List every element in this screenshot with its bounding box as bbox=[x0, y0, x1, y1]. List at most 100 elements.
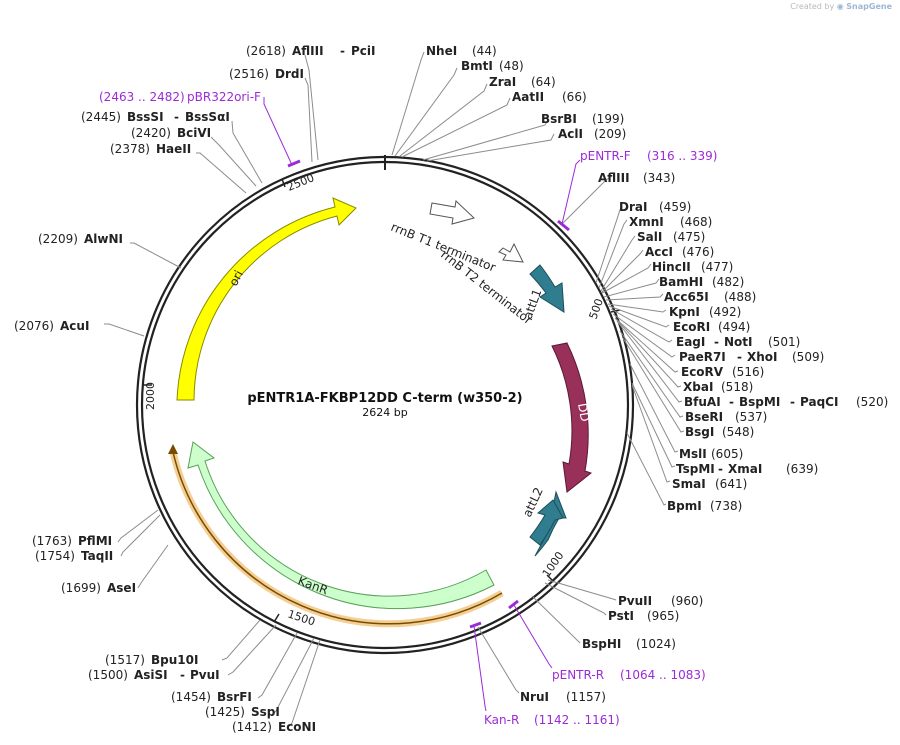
site-name[interactable]: AcuI bbox=[60, 319, 89, 333]
site-name[interactable]: TaqII bbox=[81, 549, 113, 563]
primer-label-name[interactable]: pENTR-R bbox=[552, 668, 604, 682]
site-position: (548) bbox=[722, 425, 754, 439]
site-position: (2378) bbox=[110, 142, 150, 156]
site-name[interactable]: BssSI bbox=[127, 110, 164, 124]
leader-lines bbox=[104, 51, 685, 727]
feature-ori-arrow[interactable] bbox=[176, 197, 357, 401]
feature-dd-arrow[interactable] bbox=[551, 342, 593, 493]
primer-pentr-r-mark[interactable] bbox=[508, 599, 519, 610]
site-name[interactable]: AatII bbox=[512, 90, 544, 104]
site-name[interactable]: AclI bbox=[558, 127, 583, 141]
feature-attl1-label: attL1 bbox=[521, 287, 545, 321]
site-name[interactable]: BpmI bbox=[667, 499, 702, 513]
primer-pbr322ori-f-mark[interactable] bbox=[287, 159, 301, 168]
restriction-sites: (2618) AflIII - PciI (2516) DrdI (2445) … bbox=[14, 44, 888, 734]
tick-label: 500 bbox=[587, 297, 606, 321]
feature-ori-label: ori bbox=[226, 268, 246, 288]
site-position: (66) bbox=[562, 90, 587, 104]
site-position: (44) bbox=[472, 44, 497, 58]
site-position: (641) bbox=[715, 477, 747, 491]
feature-kanr-arrow[interactable] bbox=[187, 441, 495, 610]
site-name[interactable]: AlwNI bbox=[84, 232, 123, 246]
site-name[interactable]: BseRI bbox=[685, 410, 723, 424]
site-name[interactable]: SspI bbox=[251, 705, 280, 719]
site-position: (209) bbox=[594, 127, 626, 141]
site-name[interactable]: AccI bbox=[645, 245, 673, 259]
site-name[interactable]: HincII bbox=[652, 260, 691, 274]
site-name[interactable]: BfuAI bbox=[684, 395, 721, 409]
site-name[interactable]: BspMI bbox=[739, 395, 780, 409]
primer-label-range: (1064 .. 1083) bbox=[620, 668, 706, 682]
site-name[interactable]: NruI bbox=[520, 690, 549, 704]
site-position: (1763) bbox=[32, 534, 72, 548]
site-position: (475) bbox=[673, 230, 705, 244]
tick-label: 2000 bbox=[144, 382, 157, 410]
site-position: (468) bbox=[680, 215, 712, 229]
site-position: (2209) bbox=[38, 232, 78, 246]
site-name[interactable]: KpnI bbox=[669, 305, 700, 319]
site-name[interactable]: SmaI bbox=[672, 477, 706, 491]
feature-rrnb-t2-arrow[interactable] bbox=[498, 242, 524, 263]
site-name[interactable]: Bpu10I bbox=[151, 653, 198, 667]
site-name[interactable]: PaeR7I bbox=[679, 350, 726, 364]
site-name[interactable]: BciVI bbox=[177, 126, 211, 140]
site-position: (738) bbox=[710, 499, 742, 513]
site-name[interactable]: BmtI bbox=[461, 59, 493, 73]
site-name[interactable]: ZraI bbox=[489, 75, 516, 89]
site-name[interactable]: BsgI bbox=[685, 425, 714, 439]
site-separator: - bbox=[714, 335, 719, 349]
site-name[interactable]: AflIII bbox=[292, 44, 324, 58]
site-position: (1754) bbox=[35, 549, 75, 563]
site-name[interactable]: EcoNI bbox=[278, 720, 316, 734]
site-name[interactable]: BsrBI bbox=[541, 112, 577, 126]
site-name[interactable]: DraI bbox=[619, 200, 647, 214]
site-name[interactable]: BamHI bbox=[659, 275, 703, 289]
site-name[interactable]: PaqCI bbox=[800, 395, 838, 409]
site-name[interactable]: XmnI bbox=[629, 215, 664, 229]
site-name[interactable]: BsrFI bbox=[217, 690, 252, 704]
site-position: (482) bbox=[712, 275, 744, 289]
feature-rrnb-t1-label: rrnB T1 terminator bbox=[389, 220, 498, 275]
site-position: (2445) bbox=[81, 110, 121, 124]
primer-label-name[interactable]: Kan-R bbox=[484, 713, 519, 727]
site-name[interactable]: PciI bbox=[351, 44, 376, 58]
site-name[interactable]: AsiSI bbox=[134, 668, 168, 682]
site-name[interactable]: AflIII bbox=[598, 171, 630, 185]
site-position: (492) bbox=[709, 305, 741, 319]
primer-kan-r-mark[interactable] bbox=[469, 621, 482, 629]
site-position: (1157) bbox=[566, 690, 606, 704]
site-name[interactable]: TspMI bbox=[676, 462, 715, 476]
site-name[interactable]: HaeII bbox=[156, 142, 191, 156]
feature-attl1-arrow[interactable] bbox=[529, 264, 565, 313]
site-name[interactable]: EcoRI bbox=[673, 320, 710, 334]
primer-label-name[interactable]: pENTR-F bbox=[580, 149, 631, 163]
site-name[interactable]: PvuI bbox=[190, 668, 220, 682]
site-name[interactable]: EcoRV bbox=[681, 365, 724, 379]
site-name[interactable]: NotI bbox=[724, 335, 753, 349]
site-name[interactable]: NheI bbox=[426, 44, 457, 58]
site-name[interactable]: XmaI bbox=[728, 462, 762, 476]
primer-label-name[interactable]: pBR322ori-F bbox=[187, 90, 261, 104]
site-name[interactable]: BssSαI bbox=[185, 110, 230, 124]
site-name[interactable]: PvuII bbox=[618, 594, 652, 608]
site-position: (343) bbox=[643, 171, 675, 185]
site-name[interactable]: MslI bbox=[679, 447, 707, 461]
primer-pentr-f-mark[interactable] bbox=[557, 219, 570, 232]
site-name[interactable]: XbaI bbox=[683, 380, 713, 394]
feature-rrnb-t1-arrow[interactable] bbox=[429, 199, 475, 225]
site-name[interactable]: AseI bbox=[107, 581, 136, 595]
watermark-brand: SnapGene bbox=[846, 2, 892, 11]
site-position: (48) bbox=[499, 59, 524, 73]
site-name[interactable]: BspHI bbox=[582, 637, 621, 651]
site-name[interactable]: Acc65I bbox=[664, 290, 709, 304]
site-position: (509) bbox=[792, 350, 824, 364]
site-name[interactable]: SalI bbox=[637, 230, 662, 244]
site-name[interactable]: XhoI bbox=[747, 350, 778, 364]
site-name[interactable]: PstI bbox=[608, 609, 634, 623]
site-name[interactable]: EagI bbox=[676, 335, 705, 349]
site-position: (516) bbox=[732, 365, 764, 379]
snapgene-logo-icon: ◉ bbox=[836, 2, 844, 11]
site-name[interactable]: DrdI bbox=[275, 67, 304, 81]
site-position: (1454) bbox=[171, 690, 211, 704]
site-name[interactable]: PflMI bbox=[78, 534, 112, 548]
